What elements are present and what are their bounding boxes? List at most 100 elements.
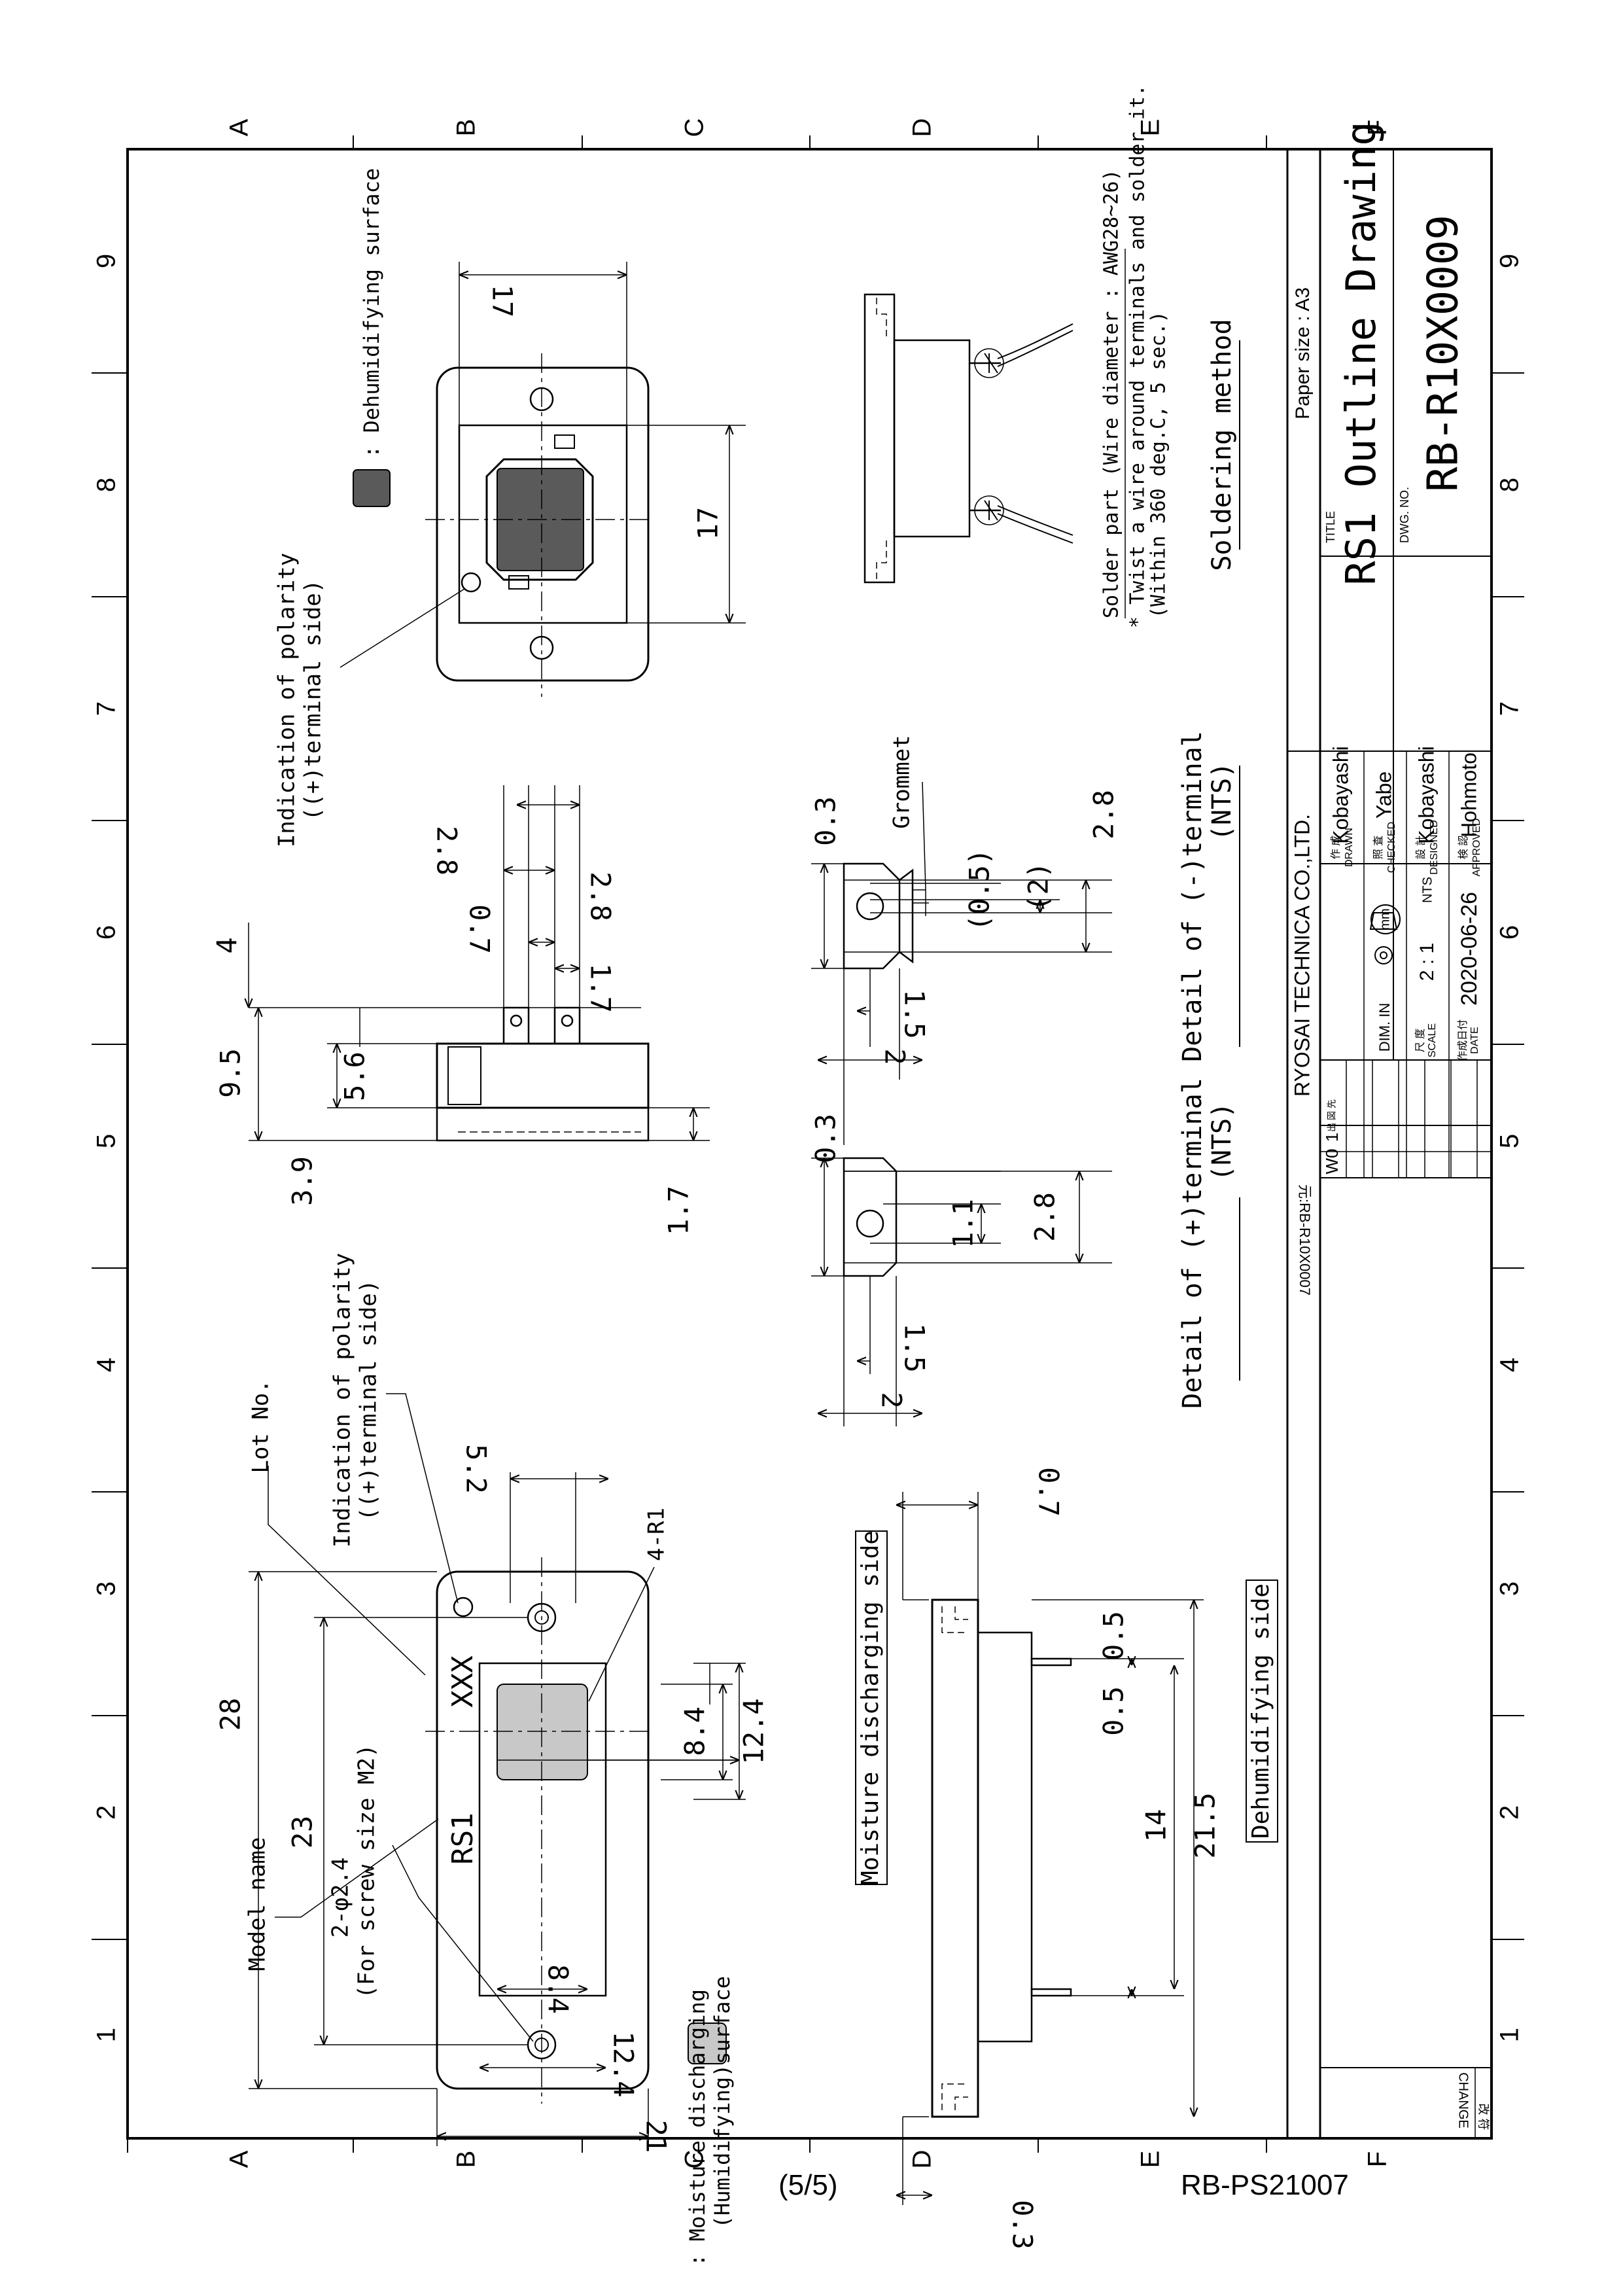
- section-view: 0.3 0.7 0.5 0.5 14 21.5 Moisture dischar…: [855, 1467, 1278, 2250]
- polarity-mark: [453, 1597, 474, 1617]
- dim-12.4: 12.4: [608, 2031, 640, 2097]
- solder-line1: Solder part (Wire diameter : AWG28~26): [1100, 169, 1123, 618]
- moisture-surface: [497, 1684, 588, 1780]
- grid-number: 2: [1495, 1805, 1524, 1820]
- change-label: CHANGE: [1456, 2072, 1471, 2128]
- solder-title: Soldering method: [1207, 319, 1237, 571]
- legend-dehum: : Dehumidifying surface: [353, 168, 391, 507]
- grid-letter: A: [225, 2150, 254, 2168]
- dim-23: 23: [287, 1816, 319, 1849]
- dim-5.6: 5.6: [339, 1051, 371, 1101]
- dim-3.9: 3.9: [287, 1156, 319, 1206]
- grid-number: 7: [92, 701, 121, 716]
- grid-number: 4: [92, 1358, 121, 1372]
- dim-2.8: 2.8: [585, 872, 617, 921]
- approved-by: Hohmoto: [1457, 752, 1480, 838]
- plus-nts: (NTS): [1207, 1103, 1237, 1181]
- grid-number: 1: [1495, 2028, 1524, 2042]
- dim-1.5: 1.5: [899, 1323, 931, 1373]
- rev-num: 1: [1322, 1133, 1342, 1142]
- grid-letter: A: [225, 118, 254, 136]
- grid-number: 1: [92, 2028, 121, 2042]
- grid-letter: B: [452, 2151, 481, 2168]
- dim-21.5: 21.5: [1189, 1792, 1221, 1858]
- label-dehum-side: Dehumidifying side: [1248, 1583, 1274, 1839]
- dim-17: 17: [692, 507, 724, 540]
- label-polarity: Indication of polarity: [274, 553, 300, 847]
- legend-moisture-text: (Humidifying)surface: [710, 1976, 735, 2228]
- top-view-back: 17 17 Indication of polarity ((+)termina…: [274, 262, 746, 847]
- dim-17: 17: [487, 285, 519, 318]
- minus-caption: Detail of (-)terminal: [1178, 731, 1208, 1062]
- scale: 2 : 1: [1416, 943, 1438, 981]
- drawn-label-jp: 作 成: [1330, 836, 1342, 859]
- plus-caption: Detail of (+)terminal: [1178, 1078, 1208, 1409]
- designed-label-jp: 設 計: [1415, 836, 1427, 859]
- dwg-no-label: DWG. NO.: [1398, 487, 1411, 543]
- dim-0.3: 0.3: [1007, 2200, 1039, 2250]
- checked-by: Yabe: [1372, 771, 1395, 819]
- date: 2020-06-26: [1457, 892, 1482, 1006]
- dim-0.7: 0.7: [1033, 1467, 1065, 1517]
- rev-code: W0: [1322, 1149, 1342, 1174]
- dim-0.3: 0.3: [810, 796, 842, 846]
- dim-unit: mm: [1378, 908, 1392, 930]
- dim-9.5: 9.5: [215, 1048, 247, 1098]
- dehum-surface: [485, 458, 594, 581]
- company: RYOSAI TECHNICA CO.,LTD.: [1290, 814, 1314, 1097]
- title-block: [1286, 149, 1492, 2139]
- solder-line3: (Within 360 deg.C, 5 sec.): [1147, 311, 1170, 618]
- label-moist-side: Moisture discharging side: [857, 1530, 884, 1885]
- drawn-label: DRAWN: [1344, 828, 1355, 867]
- scale-label-jp: 尺 度: [1414, 1029, 1426, 1052]
- legend-dehum-text: : Dehumidifying surface: [359, 168, 384, 458]
- label-hole-note: (For screw size M2): [354, 1744, 380, 1999]
- grid-letter: D: [908, 118, 937, 137]
- dim-1.5: 1.5: [899, 989, 931, 1039]
- top-view-front: RS1 XXX: [215, 1253, 770, 2153]
- dim-5.2: 5.2: [461, 1444, 493, 1494]
- checked-label-jp: 照 査: [1372, 836, 1384, 859]
- plus-terminal-detail: 0.3 1.1 2.8 1.5 2 Detail of (+)terminal …: [810, 1078, 1240, 1426]
- nts: NTS: [1420, 877, 1435, 903]
- dim-2: 2: [879, 1048, 911, 1065]
- dim-4: 4: [211, 937, 243, 953]
- label-model-name: Model name: [245, 1837, 271, 1971]
- dim-0.7: 0.7: [464, 904, 496, 954]
- grid-letter: C: [680, 118, 709, 137]
- dim-21: 21: [640, 2120, 672, 2153]
- title-block-text: Paper size : A3 TITLE RS1 Outline Drawin…: [1290, 121, 1490, 2130]
- dim-1.1: 1.1: [947, 1199, 979, 1248]
- grid-letter: C: [680, 2150, 709, 2169]
- dim-28: 28: [215, 1698, 247, 1731]
- minus-nts: (NTS): [1207, 762, 1237, 841]
- dim-(2): (2): [1022, 862, 1055, 911]
- dim-2.8: 2.8: [431, 826, 463, 875]
- page-number: (5/5): [778, 2169, 838, 2201]
- scale-label: SCALE: [1427, 1023, 1438, 1057]
- grid-numbers: 1 2 3 4 5 6 7 8 9 1 2 3 4 5 6 7 8 9: [92, 254, 1524, 2042]
- marking-lot: XXX: [446, 1655, 480, 1708]
- approved-label: APPROVED: [1471, 819, 1482, 877]
- drawing-border: [92, 135, 1524, 2153]
- grid-number: 6: [1495, 925, 1524, 940]
- marking-model: RS1: [446, 1812, 480, 1864]
- side-view: 9.5 5.6 3.9 1.7 4 0.7 1.7 2.8 2.8: [211, 785, 710, 1235]
- approved-label-jp: 検 認: [1457, 836, 1469, 859]
- dwg-no: RB-R10X0009: [1420, 215, 1468, 492]
- paper-size: Paper size : A3: [1292, 287, 1314, 419]
- grid-number: 5: [92, 1134, 121, 1148]
- legend-moisture: : Moisture discharging (Humidifying)surf…: [685, 1976, 735, 2267]
- soldering-view: Solder part (Wire diameter : AWG28~26) *…: [864, 84, 1240, 628]
- designed-label: DESIGNED: [1429, 820, 1440, 875]
- grid-number: 7: [1495, 701, 1524, 716]
- dim-2: 2: [876, 1392, 908, 1408]
- grid-number: 4: [1495, 1358, 1524, 1372]
- grid-letter: F: [1363, 120, 1392, 135]
- issue-label: 出 図 先: [1327, 1099, 1337, 1132]
- legend-moisture-text: : Moisture discharging: [685, 1989, 710, 2267]
- grid-number: 6: [92, 925, 121, 940]
- grid-number: 5: [1495, 1134, 1524, 1148]
- grid-number: 3: [92, 1581, 121, 1596]
- dim-14: 14: [1140, 1809, 1172, 1843]
